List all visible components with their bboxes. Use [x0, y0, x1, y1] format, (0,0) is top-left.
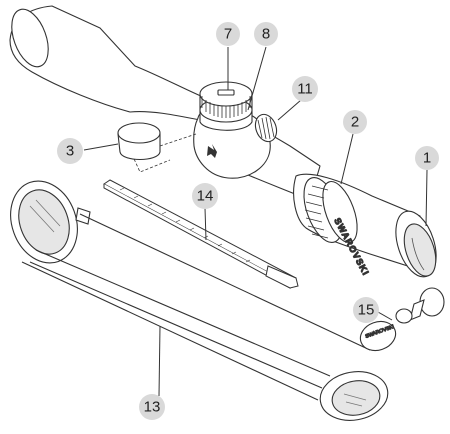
windage-turret-knurl: [257, 116, 275, 140]
eyepiece-lens-glare: [411, 237, 425, 271]
leader-11: [277, 99, 302, 121]
key-ring-tag: [359, 320, 397, 352]
callout-2: 2: [343, 110, 367, 134]
callout-15: 15: [353, 297, 379, 323]
cover-strap-lower: [21, 261, 319, 401]
leader-1: [425, 169, 428, 227]
key-ring-clip-loop: [395, 308, 413, 324]
callout-2-label: 2: [351, 114, 359, 131]
callout-1-label: 1: [423, 150, 431, 167]
callout-11-label: 11: [297, 81, 313, 98]
rear-lens-cover-glare: [343, 393, 367, 407]
callout-7-label: 7: [224, 26, 232, 43]
cap-guide-lines: [129, 133, 197, 173]
callout-1: 1: [415, 146, 439, 170]
callouts: 1 2 3 7 8 11 13 14: [57, 22, 439, 420]
turret-cap: [117, 122, 161, 161]
front-lens-cover-glass: [18, 189, 70, 255]
leader-13: [158, 325, 161, 397]
leader-2: [340, 133, 354, 185]
windage-turret: [254, 113, 278, 143]
turret-top-marker: [217, 89, 235, 96]
rear-lens-cover-glass: [331, 380, 381, 416]
leader-8: [247, 46, 267, 111]
callout-13-label: 13: [144, 399, 161, 416]
scope-objective-bell: [9, 5, 211, 121]
callout-7: 7: [216, 22, 240, 46]
objective-front-rim: [11, 8, 49, 68]
key-ring-tool: SWAROVSKI: [359, 287, 445, 352]
callout-11: 11: [292, 76, 318, 102]
callout-14-label: 14: [197, 188, 214, 205]
leader-15: [377, 311, 393, 321]
brand-logo-bird: [207, 144, 217, 158]
magnification-ring-knurl: [304, 185, 329, 239]
callout-8-label: 8: [262, 26, 270, 43]
eyepiece-lens: [403, 223, 437, 277]
callout-3: 3: [57, 138, 83, 164]
elevation-turret-knurl: [201, 96, 251, 118]
callout-leaders: [83, 46, 428, 397]
leader-14: [204, 207, 207, 241]
callout-8: 8: [254, 22, 278, 46]
magnification-ring-rear: [322, 181, 358, 243]
front-lens-cover-glare: [29, 199, 61, 233]
callout-14: 14: [192, 183, 218, 209]
leader-3: [83, 143, 119, 151]
lens-cover-set: [10, 180, 389, 421]
riflescope: SWAROVSKI: [9, 5, 437, 278]
callout-13: 13: [139, 394, 165, 420]
cover-strap: [29, 213, 371, 389]
mounting-rail-teeth: [119, 187, 251, 263]
mounting-rail: [103, 179, 299, 289]
callout-3-label: 3: [66, 143, 74, 160]
callout-15-label: 15: [358, 302, 375, 319]
